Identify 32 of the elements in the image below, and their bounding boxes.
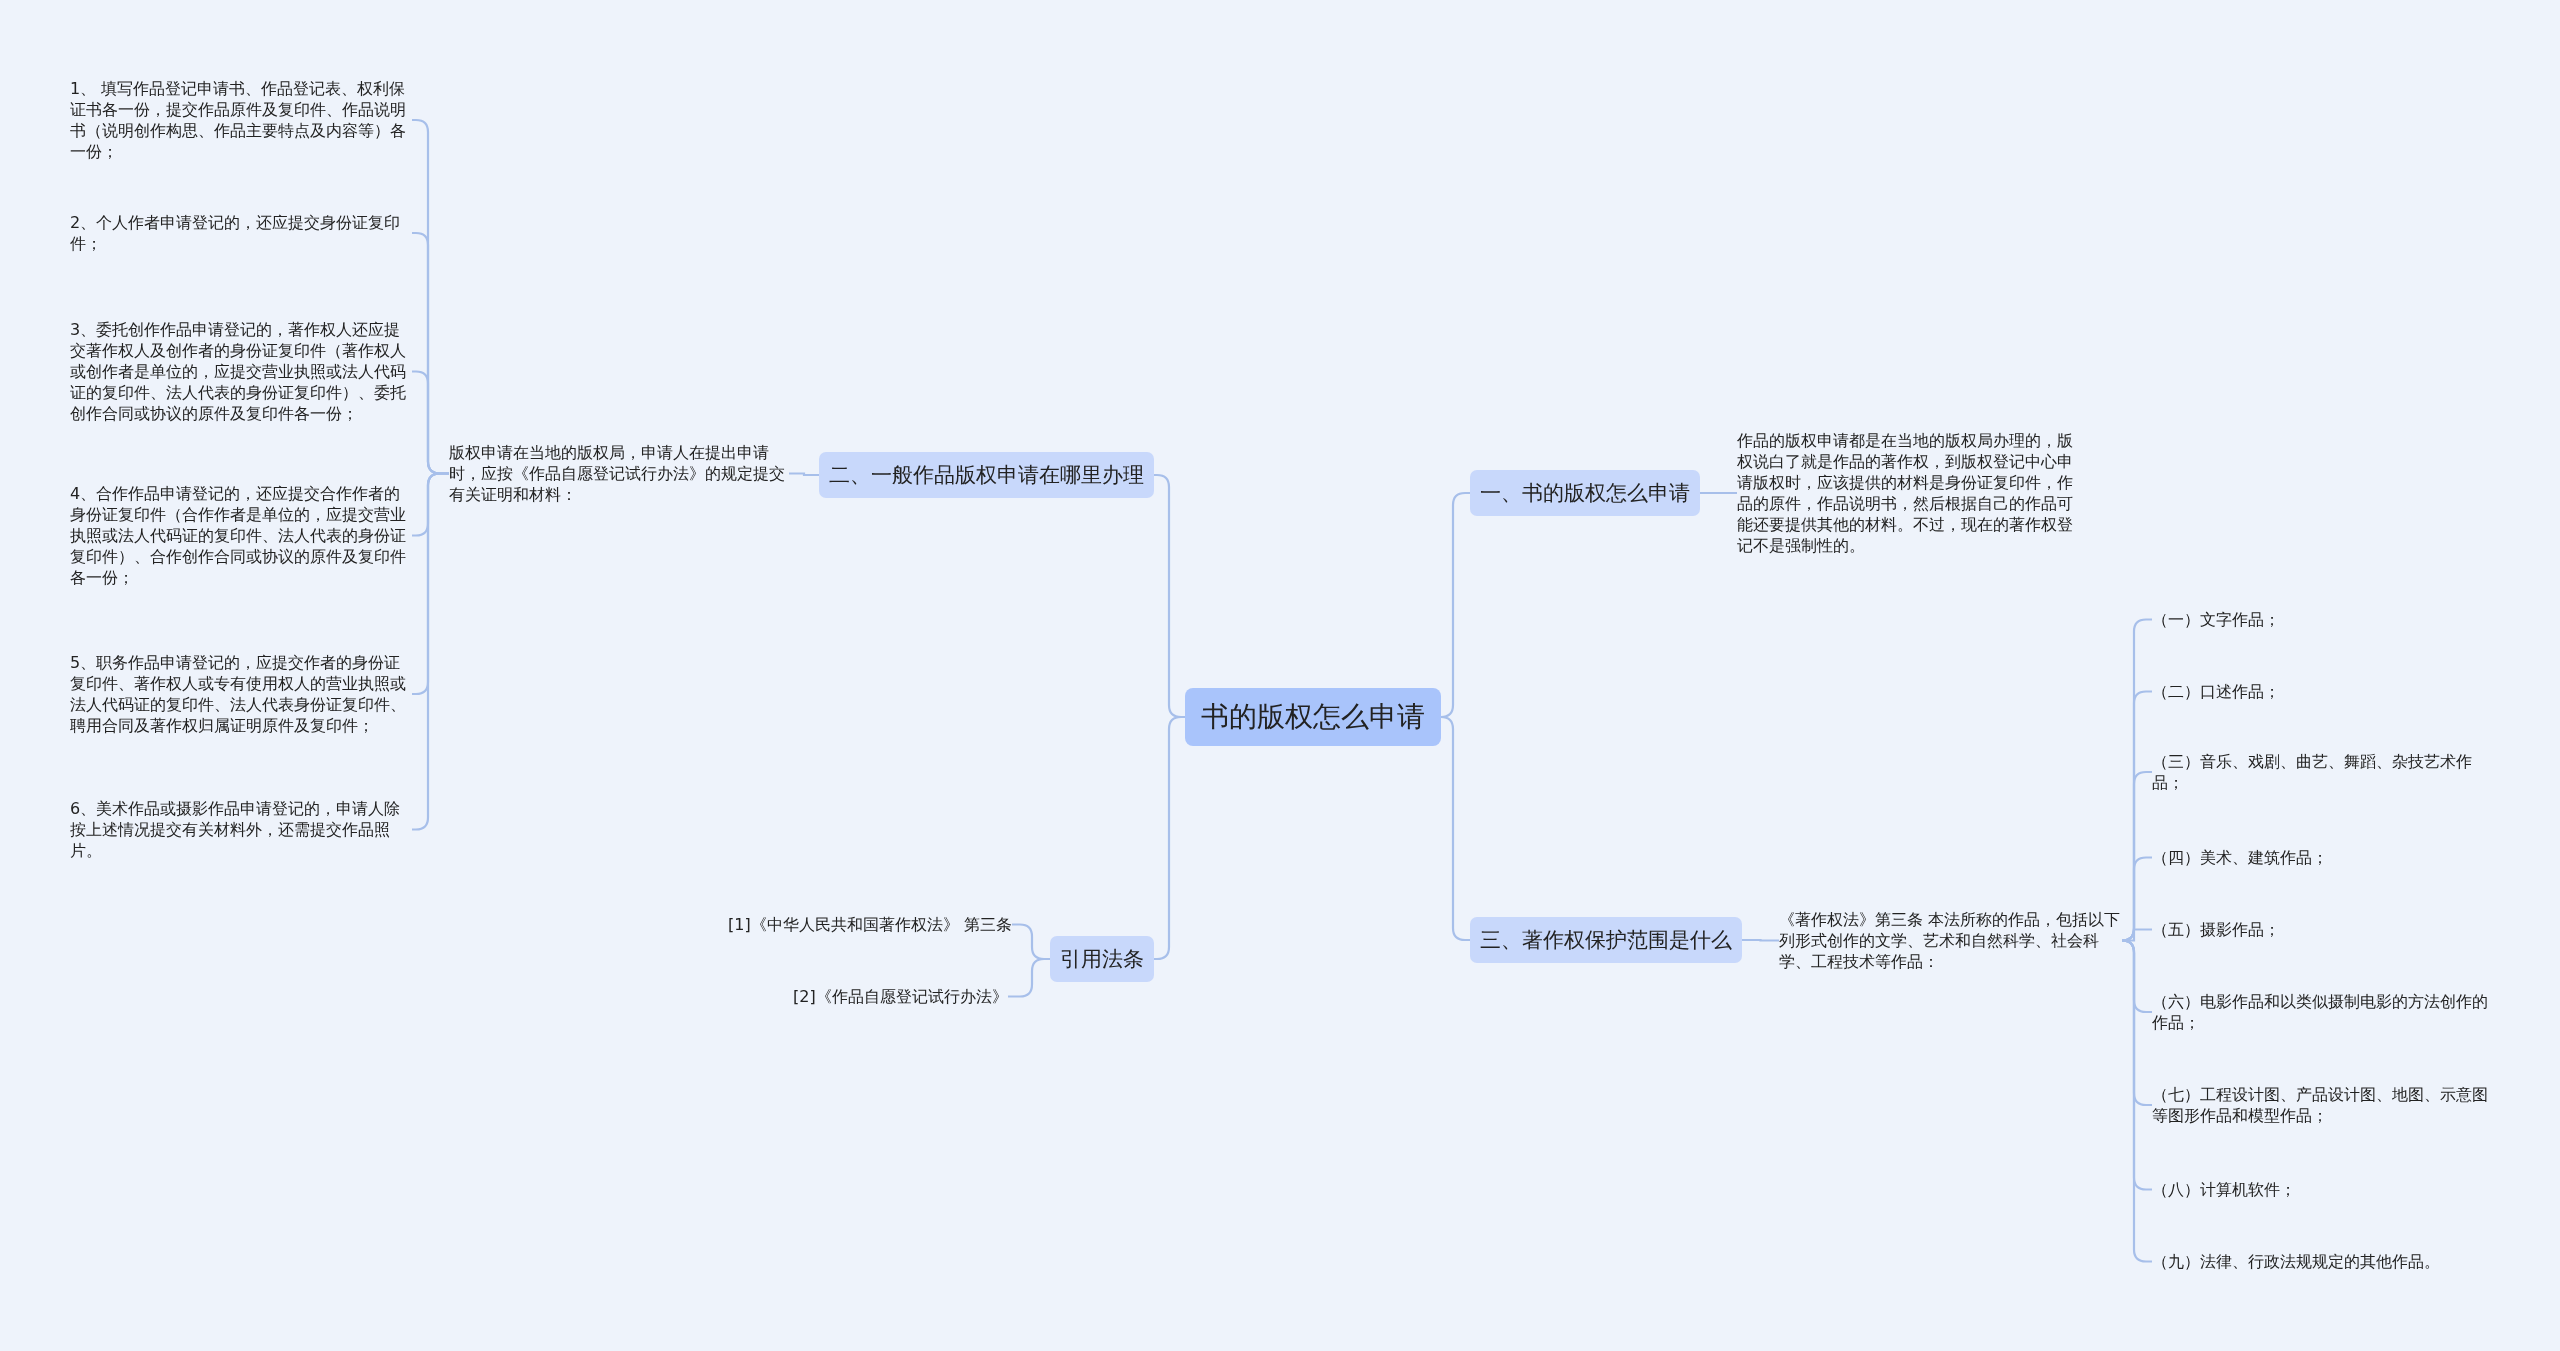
topic-box: 三、著作权保护范围是什么 <box>1470 917 1742 963</box>
note-text: （五）摄影作品； <box>2152 918 2497 940</box>
note-text: （一）文字作品； <box>2152 608 2497 630</box>
note-text: （八）计算机软件； <box>2152 1178 2497 1200</box>
connector-line <box>1742 938 1779 942</box>
note-text: 《著作权法》第三条 本法所称的作品，包括以下列形式创作的文学、艺术和自然科学、社会科学、工程技术等作品： <box>1779 908 2124 972</box>
central-topic-box: 书的版权怎么申请 <box>1185 688 1441 746</box>
note-text: 2、个人作者申请登记的，还应提交身份证复印件； <box>70 212 412 254</box>
note-text: 作品的版权申请都是在当地的版权局办理的，版权说白了就是作品的著作权，到版权登记中心申请版权时，应该提供的材料是身份证复印件，作品的原件，作品说明书，然后根据自己的作品可能还要提供其他的材料。不过，现在的著作权登记不是强制性的。 <box>1737 430 2082 556</box>
note-text: [2]《作品自愿登记试行办法》 <box>793 985 1008 1007</box>
note-text: [1]《中华人民共和国著作权法》 第三条 <box>728 913 1012 935</box>
connector-line <box>1439 715 1470 942</box>
note-text: 6、美术作品或摄影作品申请登记的，申请人除按上述情况提交有关材料外，还需提交作品照片。 <box>70 797 412 861</box>
connector-line <box>1154 715 1185 961</box>
note-text: 5、职务作品申请登记的，应提交作者的身份证复印件、著作权人或专有使用权人的营业执照或法人代码证的复印件、法人代表身份证复印件、聘用合同及著作权归属证明原件及复印件； <box>70 652 412 736</box>
topic-box: 二、一般作品版权申请在哪里办理 <box>819 452 1154 498</box>
connector-line <box>789 472 819 477</box>
note-text: （四）美术、建筑作品； <box>2152 846 2497 868</box>
note-text: 1、 填写作品登记申请书、作品登记表、权利保证书各一份，提交作品原件及复印件、作品说明书（说明创作构思、作品主要特点及内容等）各一份； <box>70 78 412 162</box>
topic-box: 引用法条 <box>1050 936 1154 982</box>
note-text: （六）电影作品和以类似摄制电影的方法创作的作品； <box>2152 991 2497 1033</box>
note-text: 3、委托创作作品申请登记的，著作权人还应提交著作权人及创作者的身份证复印件（著作权人或创作者是单位的，应提交营业执照或法人代码证的复印件、法人代表的身份证复印件）、委托创作合同或协议的原件及复印件各一份； <box>70 318 412 424</box>
connector-line <box>1700 491 1737 495</box>
topic-box: 一、书的版权怎么申请 <box>1470 470 1700 516</box>
note-text: （九）法律、行政法规规定的其他作品。 <box>2152 1250 2497 1272</box>
note-text: （七）工程设计图、产品设计图、地图、示意图等图形作品和模型作品； <box>2152 1084 2497 1126</box>
connector-line <box>1008 957 1050 998</box>
connector-line <box>2124 928 2152 942</box>
note-text: 版权申请在当地的版权局，申请人在提出申请时，应按《作品自愿登记试行办法》的规定提交有关证明和材料： <box>449 441 789 505</box>
note-text: （二）口述作品； <box>2152 680 2497 702</box>
note-text: （三）音乐、戏剧、曲艺、舞蹈、杂技艺术作品； <box>2152 751 2497 793</box>
note-text: 4、合作作品申请登记的，还应提交合作作者的身份证复印件（合作作者是单位的，应提交营业执照或法人代码证的复印件、法人代表的身份证复印件）、合作创作合同或协议的原件及复印件各一份； <box>70 482 412 588</box>
